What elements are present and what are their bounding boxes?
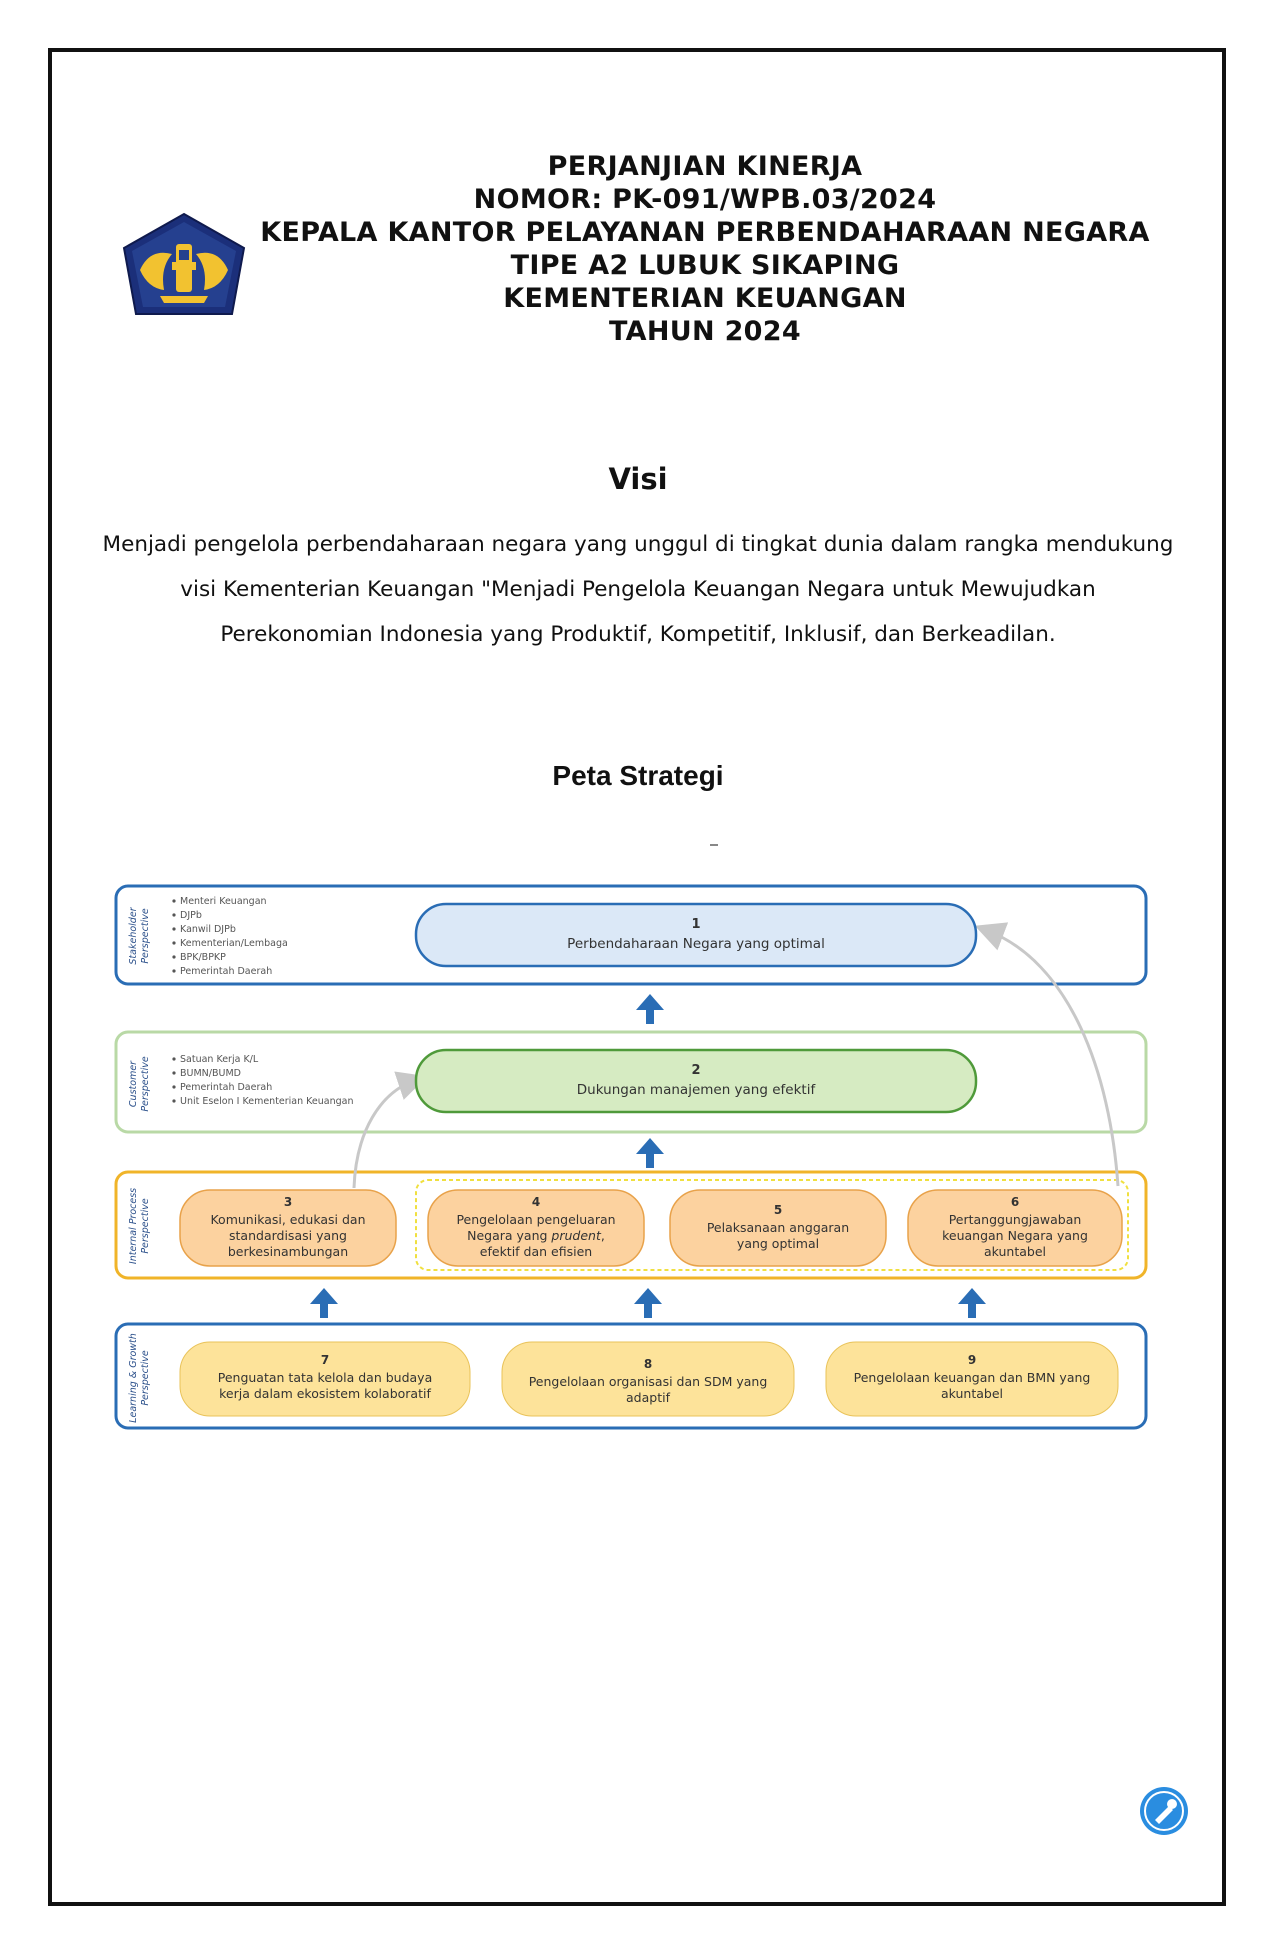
document-header: PERJANJIAN KINERJA NOMOR: PK-091/WPB.03/… bbox=[240, 150, 1170, 348]
header-title: PERJANJIAN KINERJA bbox=[547, 151, 863, 182]
header-ministry: KEMENTERIAN KEUANGAN bbox=[503, 283, 907, 314]
strategy-map-svg: Stakeholder Perspective Customer Perspec… bbox=[114, 884, 1148, 1430]
strategy-map: Stakeholder Perspective Customer Perspec… bbox=[110, 872, 1150, 1442]
objective-4-line: efektif dan efisien bbox=[480, 1244, 592, 1259]
header-office-type: TIPE A2 LUBUK SIKAPING bbox=[510, 250, 900, 281]
objective-3-line: standardisasi yang bbox=[229, 1228, 347, 1243]
up-arrow-icon bbox=[310, 1288, 338, 1318]
svg-text:Perspective: Perspective bbox=[140, 1198, 151, 1254]
learning-perspective-label: Learning & Growth Perspective bbox=[128, 1333, 151, 1423]
svg-text:Customer: Customer bbox=[128, 1060, 139, 1107]
objective-4-line: Negara yang prudent, bbox=[467, 1228, 605, 1243]
objective-8-line: Pengelolaan organisasi dan SDM yang bbox=[529, 1374, 768, 1389]
objective-8-line: adaptif bbox=[626, 1390, 671, 1405]
objective-8-number: 8 bbox=[644, 1357, 652, 1371]
objective-9-number: 9 bbox=[968, 1353, 976, 1367]
kemenkeu-logo bbox=[122, 212, 246, 315]
internal-perspective-label: Internal Process Perspective bbox=[128, 1188, 151, 1264]
objective-1-box bbox=[414, 902, 978, 968]
divider-dash bbox=[710, 844, 718, 846]
customer-item: Satuan Kerja K/L bbox=[180, 1054, 259, 1065]
svg-text:Perspective: Perspective bbox=[140, 1056, 151, 1112]
objective-7-box bbox=[179, 1341, 471, 1417]
stakeholder-item: Kementerian/Lembaga bbox=[180, 938, 288, 949]
customer-bullets bbox=[172, 1057, 176, 1103]
objective-2-number: 2 bbox=[691, 1063, 700, 1078]
objective-2-box bbox=[414, 1048, 978, 1114]
svg-text:Internal Process: Internal Process bbox=[128, 1188, 139, 1264]
objective-3-number: 3 bbox=[284, 1195, 292, 1209]
objective-6-box bbox=[907, 1189, 1123, 1267]
objective-9-line: Pengelolaan keuangan dan BMN yang bbox=[854, 1370, 1091, 1385]
objective-4-box bbox=[427, 1189, 645, 1267]
objective-9-box bbox=[825, 1341, 1119, 1417]
customer-perspective-label: Customer Perspective bbox=[128, 1056, 151, 1112]
stakeholder-item: DJPb bbox=[180, 910, 202, 921]
up-arrow-icon bbox=[958, 1288, 986, 1318]
stakeholder-item: Pemerintah Daerah bbox=[180, 966, 272, 977]
up-arrow-icon bbox=[634, 1288, 662, 1318]
visi-line-2: visi Kementerian Keuangan "Menjadi Penge… bbox=[180, 577, 1096, 602]
svg-text:Perspective: Perspective bbox=[140, 1350, 151, 1406]
customer-item: Pemerintah Daerah bbox=[180, 1082, 272, 1093]
stakeholder-item: Menteri Keuangan bbox=[180, 896, 267, 907]
objective-8-box bbox=[501, 1341, 795, 1417]
objective-6-line: Pertanggungjawaban bbox=[949, 1212, 1082, 1227]
objective-2-label: Dukungan manajemen yang efektif bbox=[577, 1082, 817, 1098]
objective-6-line: keuangan Negara yang bbox=[942, 1228, 1088, 1243]
objective-5-box bbox=[669, 1189, 887, 1267]
peta-strategi-title: Peta Strategi bbox=[552, 760, 724, 791]
arrow-6-to-1 bbox=[974, 922, 1120, 1187]
customer-item: BUMN/BUMD bbox=[180, 1068, 241, 1079]
svg-text:Learning & Growth: Learning & Growth bbox=[128, 1333, 139, 1423]
stakeholder-item: BPK/BPKP bbox=[180, 952, 226, 963]
page-border bbox=[48, 48, 1226, 1906]
stakeholder-list: Menteri Keuangan DJPb Kanwil DJPb Kement… bbox=[180, 896, 288, 977]
objective-3-line: Komunikasi, edukasi dan bbox=[210, 1212, 365, 1227]
visi-line-3: Perekonomian Indonesia yang Produktif, K… bbox=[220, 622, 1056, 647]
badge-icon bbox=[1140, 1787, 1188, 1835]
internal-group-frame bbox=[415, 1179, 1129, 1271]
objective-6-line: akuntabel bbox=[984, 1244, 1046, 1259]
objective-5-line: yang optimal bbox=[737, 1236, 819, 1251]
objective-7-line: kerja dalam ekosistem kolaboratif bbox=[219, 1386, 431, 1401]
arrow-3-to-2 bbox=[352, 1071, 428, 1189]
objective-3-box bbox=[179, 1189, 397, 1267]
visi-line-1: Menjadi pengelola perbendaharaan negara … bbox=[102, 532, 1174, 557]
objective-6-number: 6 bbox=[1011, 1195, 1019, 1209]
svg-text:Perspective: Perspective bbox=[140, 908, 151, 964]
objective-1-label: Perbendaharaan Negara yang optimal bbox=[567, 936, 825, 952]
objective-5-number: 5 bbox=[774, 1203, 782, 1217]
objective-4-number: 4 bbox=[532, 1195, 540, 1209]
customer-item: Unit Eselon I Kementerian Keuangan bbox=[180, 1096, 354, 1107]
stakeholder-item: Kanwil DJPb bbox=[180, 924, 236, 935]
header-year: TAHUN 2024 bbox=[609, 316, 801, 347]
stakeholder-perspective-label: Stakeholder Perspective bbox=[128, 906, 151, 964]
customer-list: Satuan Kerja K/L BUMN/BUMD Pemerintah Da… bbox=[180, 1054, 354, 1107]
svg-text:Stakeholder: Stakeholder bbox=[128, 906, 139, 964]
visi-title: Visi bbox=[608, 462, 668, 496]
objective-9-line: akuntabel bbox=[941, 1386, 1003, 1401]
objective-7-number: 7 bbox=[321, 1353, 329, 1367]
objective-1-number: 1 bbox=[691, 917, 700, 932]
objective-4-line: Pengelolaan pengeluaran bbox=[456, 1212, 615, 1227]
header-number: NOMOR: PK-091/WPB.03/2024 bbox=[473, 184, 937, 215]
objective-5-line: Pelaksanaan anggaran bbox=[707, 1220, 849, 1235]
objective-3-line: berkesinambungan bbox=[228, 1244, 348, 1259]
objective-7-line: Penguatan tata kelola dan budaya bbox=[218, 1370, 432, 1385]
header-office: KEPALA KANTOR PELAYANAN PERBENDAHARAAN N… bbox=[260, 217, 1150, 248]
stakeholder-bullets bbox=[172, 899, 176, 973]
up-arrow-icon bbox=[636, 1138, 664, 1168]
visi-text: Menjadi pengelola perbendaharaan negara … bbox=[100, 522, 1176, 657]
up-arrow-icon bbox=[636, 994, 664, 1024]
